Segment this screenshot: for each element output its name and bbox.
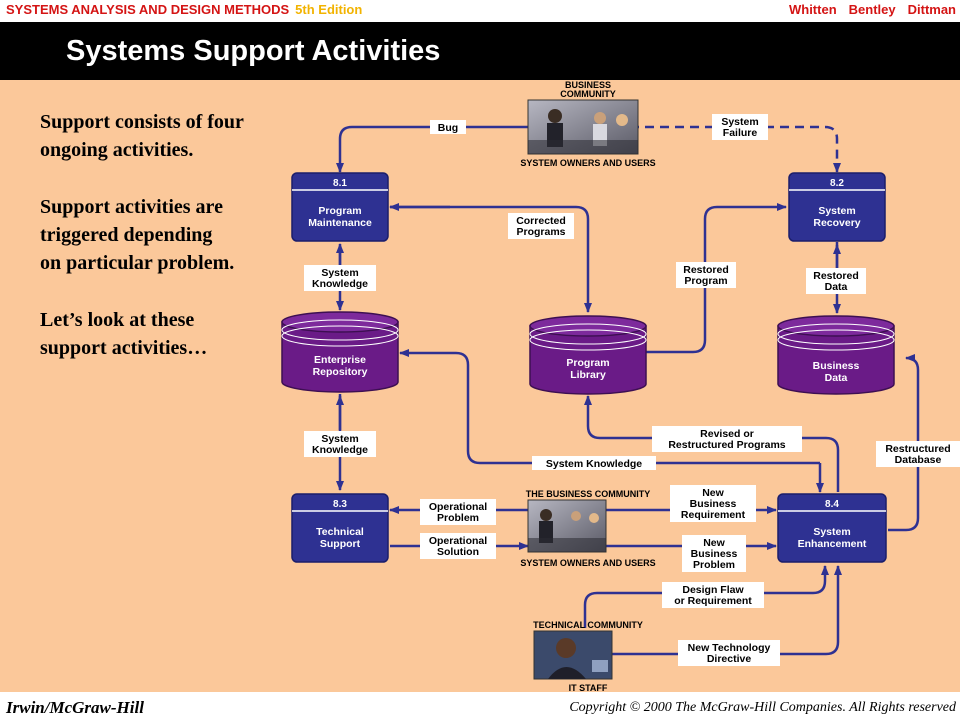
label-new-business-requirement-2: Business bbox=[690, 498, 737, 510]
label-new-business-requirement-3: Requirement bbox=[681, 509, 746, 521]
process-8-3-name-1: Technical bbox=[316, 526, 364, 538]
label-bug: Bug bbox=[438, 122, 458, 134]
book-title-text: SYSTEMS ANALYSIS AND DESIGN METHODS bbox=[6, 2, 290, 17]
process-8-4: 8.4 System Enhancement bbox=[777, 493, 887, 563]
paragraph-1: Support consists of four ongoing activiti… bbox=[40, 108, 298, 164]
flow-bug bbox=[336, 125, 528, 173]
label-revised-programs-1: Revised or bbox=[700, 428, 754, 440]
agent-mid-title: THE BUSINESS COMMUNITY bbox=[526, 489, 651, 499]
label-design-flaw-1: Design Flaw bbox=[682, 584, 744, 596]
process-8-1-name-1: Program bbox=[318, 205, 361, 217]
authors: Whitten Bentley Dittman bbox=[777, 2, 956, 17]
process-8-2-id: 8.2 bbox=[830, 178, 844, 189]
label-new-technology-2: Directive bbox=[707, 653, 752, 665]
process-8-3-id: 8.3 bbox=[333, 499, 347, 510]
paragraph-3: Let’s look at these support activities… bbox=[40, 306, 298, 362]
store-program-library-name-2: Library bbox=[570, 369, 606, 381]
label-new-business-problem-1: New bbox=[703, 537, 725, 549]
label-system-failure-1: System bbox=[721, 116, 758, 128]
process-8-4-name-2: Enhancement bbox=[798, 538, 867, 550]
agent-business-community-mid: THE BUSINESS COMMUNITY SYSTEM OWNERS AND… bbox=[520, 489, 655, 568]
author-1: Whitten bbox=[788, 2, 837, 17]
label-corrected-programs-1: Corrected bbox=[516, 215, 566, 227]
header-bar: SYSTEMS ANALYSIS AND DESIGN METHODS 5th E… bbox=[0, 0, 960, 22]
flow-restructured-database bbox=[888, 354, 920, 532]
label-new-business-problem-2: Business bbox=[691, 548, 738, 560]
process-8-1: 8.1 Program Maintenance bbox=[291, 172, 389, 242]
label-system-knowledge-mid-1: System bbox=[321, 433, 358, 445]
process-8-1-id: 8.1 bbox=[333, 178, 347, 189]
slide-title: Systems Support Activities bbox=[66, 35, 441, 67]
paragraph-2: Support activities are triggered dependin… bbox=[40, 193, 298, 277]
p2-line2: triggered depending bbox=[40, 224, 213, 246]
p2-line1: Support activities are bbox=[40, 196, 223, 218]
p1-line2: ongoing activities. bbox=[40, 139, 194, 161]
label-restored-program-2: Program bbox=[684, 275, 727, 287]
slide-body: Support consists of four ongoing activiti… bbox=[40, 108, 298, 391]
author-3: Dittman bbox=[907, 2, 956, 17]
label-restructured-database-1: Restructured bbox=[885, 443, 950, 455]
label-system-knowledge-top-1: System bbox=[321, 267, 358, 279]
label-corrected-programs-2: Programs bbox=[516, 226, 565, 238]
agent-top-title-1: BUSINESS bbox=[565, 80, 611, 90]
agent-technical-community: TECHNICAL COMMUNITY IT STAFF bbox=[533, 620, 643, 693]
p2-line3: on particular problem. bbox=[40, 252, 235, 274]
label-new-business-problem-3: Problem bbox=[693, 559, 735, 571]
agent-tech-caption: IT STAFF bbox=[569, 683, 608, 693]
store-enterprise-repository: Enterprise Repository bbox=[281, 311, 399, 393]
author-2: Bentley bbox=[848, 2, 896, 17]
publisher: Irwin/McGraw-Hill bbox=[6, 698, 144, 717]
store-business-data: Business Data bbox=[777, 315, 895, 395]
store-program-library-name-1: Program bbox=[566, 357, 609, 369]
label-restored-data-2: Data bbox=[825, 281, 848, 293]
agent-top-title-2: COMMUNITY bbox=[560, 89, 616, 99]
label-system-failure-2: Failure bbox=[723, 127, 758, 139]
process-8-2: 8.2 System Recovery bbox=[788, 172, 886, 242]
process-8-4-name-1: System bbox=[813, 526, 850, 538]
label-restored-program-1: Restored bbox=[683, 264, 729, 276]
p3-line2: support activities… bbox=[40, 337, 208, 359]
store-program-library: Program Library bbox=[529, 315, 647, 395]
book-title: SYSTEMS ANALYSIS AND DESIGN METHODS 5th E… bbox=[6, 2, 362, 17]
agent-mid-caption: SYSTEM OWNERS AND USERS bbox=[520, 558, 655, 568]
title-bar: Systems Support Activities bbox=[0, 22, 960, 80]
edition: 5th Edition bbox=[295, 2, 363, 17]
store-business-data-name-1: Business bbox=[813, 360, 860, 372]
label-operational-problem-1: Operational bbox=[429, 501, 487, 513]
store-business-data-name-2: Data bbox=[825, 372, 848, 384]
flow-corrected-programs bbox=[390, 205, 592, 313]
label-design-flaw-2: or Requirement bbox=[674, 595, 752, 607]
label-operational-solution-1: Operational bbox=[429, 535, 487, 547]
process-8-1-name-2: Maintenance bbox=[308, 217, 372, 229]
label-system-knowledge-top-2: Knowledge bbox=[312, 278, 368, 290]
label-new-technology-1: New Technology bbox=[688, 642, 771, 654]
label-new-business-requirement-1: New bbox=[702, 487, 724, 499]
flow-labels: Bug System Failure Corrected Programs Re… bbox=[304, 114, 960, 666]
flow-system-knowledge-long bbox=[399, 349, 820, 465]
agent-top-caption: SYSTEM OWNERS AND USERS bbox=[520, 158, 655, 168]
label-restructured-database-2: Database bbox=[895, 454, 942, 466]
process-8-2-name-2: Recovery bbox=[813, 217, 860, 229]
flow-new-technology bbox=[612, 565, 842, 656]
label-restored-data-1: Restored bbox=[813, 270, 859, 282]
flow-system-failure bbox=[600, 125, 841, 173]
agent-tech-title: TECHNICAL COMMUNITY bbox=[533, 620, 643, 630]
label-operational-problem-2: Problem bbox=[437, 512, 479, 524]
process-8-3: 8.3 Technical Support bbox=[291, 493, 389, 563]
process-8-2-name-1: System bbox=[818, 205, 855, 217]
store-enterprise-repository-name-2: Repository bbox=[313, 366, 368, 378]
agent-business-community-top: BUSINESS COMMUNITY SYSTEM OWNERS AND USE… bbox=[520, 80, 655, 168]
label-operational-solution-2: Solution bbox=[437, 546, 479, 558]
label-system-knowledge-mid-2: Knowledge bbox=[312, 444, 368, 456]
footer-bar: Irwin/McGraw-Hill Copyright © 2000 The M… bbox=[0, 692, 960, 720]
p3-line1: Let’s look at these bbox=[40, 309, 195, 331]
p1-line1: Support consists of four bbox=[40, 111, 244, 133]
store-enterprise-repository-name-1: Enterprise bbox=[314, 354, 366, 366]
label-system-knowledge-long: System Knowledge bbox=[546, 458, 642, 470]
label-revised-programs-2: Restructured Programs bbox=[668, 439, 785, 451]
copyright: Copyright © 2000 The McGraw-Hill Compani… bbox=[569, 700, 956, 715]
process-8-4-id: 8.4 bbox=[825, 499, 839, 510]
process-8-3-name-2: Support bbox=[320, 538, 361, 550]
